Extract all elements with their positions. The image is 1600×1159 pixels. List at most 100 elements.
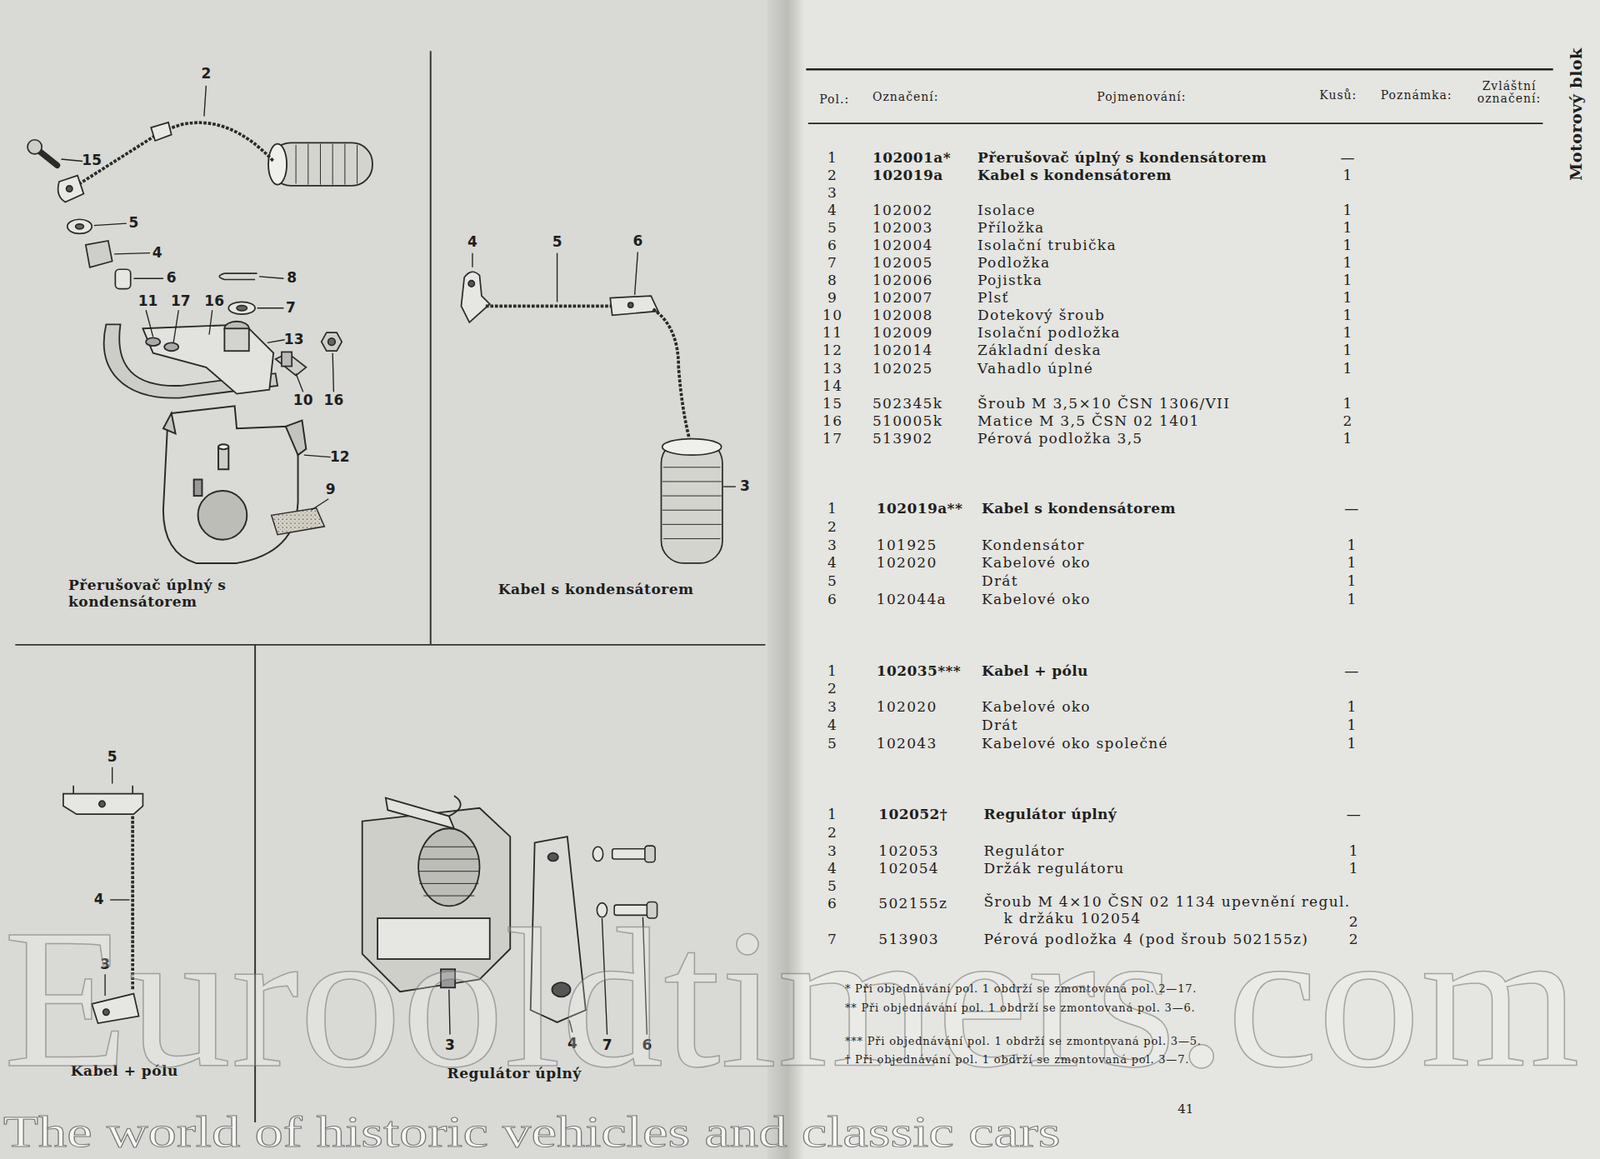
row-number: 15 (822, 395, 843, 413)
row-number: 5 (827, 573, 838, 590)
cable-assembly (485, 305, 613, 309)
part-code: 101925 (876, 537, 938, 555)
part-name: Šroub M 4×10 ČSN 02 1134 upevnění regul.… (983, 894, 1355, 927)
leader-line (111, 767, 113, 785)
leader-line (295, 373, 304, 392)
callout-number: 6 (166, 270, 177, 288)
callout-number: 2 (200, 66, 211, 84)
leader-line (310, 499, 329, 510)
screw-part (592, 846, 603, 861)
row-number: 16 (822, 413, 843, 430)
footnote: *** Při objednávání pol. 1 obdrží se zmo… (845, 1035, 1202, 1049)
row-number: 6 (827, 591, 838, 609)
small-parts (328, 338, 336, 346)
row-number: 8 (827, 272, 838, 290)
part-name: Šroub M 3,5×10 ČSN 1306/VII (977, 395, 1230, 413)
small-parts (85, 240, 113, 268)
row-number: 10 (822, 308, 843, 325)
part-name: Držák regulátoru (983, 860, 1125, 878)
leader-line (173, 310, 179, 343)
row-number: 12 (822, 343, 843, 360)
row-number: 4 (827, 202, 838, 220)
quantity: 1 (1346, 591, 1357, 609)
base-plate (218, 446, 229, 470)
cable-assembly (662, 510, 722, 511)
cable-wire (163, 122, 274, 161)
part-code: 102006 (872, 272, 934, 290)
part-name: Kabel s kondensátorem (977, 167, 1172, 185)
part-name: Kabel s kondensátorem (981, 500, 1176, 518)
cable-assembly (662, 467, 722, 540)
part-name: Drát (981, 573, 1019, 590)
callout-number: 4 (467, 235, 478, 252)
lever-part (104, 321, 278, 399)
part-name: Kabelové oko společné (981, 735, 1169, 753)
cable-assembly (663, 538, 721, 540)
row-number: 4 (827, 555, 838, 573)
lever-part (104, 324, 278, 398)
regulator-part (418, 846, 480, 896)
condenser-part (307, 144, 309, 185)
part-code: 513903 (878, 931, 940, 949)
regulator-part (419, 859, 479, 860)
small-parts (67, 219, 92, 234)
callout-number: 5 (128, 215, 139, 232)
lever-part (142, 324, 274, 394)
part-code: 502345k (872, 395, 943, 413)
condenser-part (268, 144, 287, 185)
part-code: 102004 (872, 237, 934, 255)
small-parts (236, 305, 247, 311)
callout-number: 4 (152, 245, 163, 262)
part-code: 102044a (876, 591, 947, 609)
column-header: Pol.: (819, 92, 850, 106)
leader-line (257, 307, 285, 309)
row-number: 5 (827, 878, 838, 895)
part-name: Drát (981, 717, 1019, 735)
quantity: 1 (1342, 308, 1353, 325)
row-number: 6 (827, 895, 838, 913)
quantity: 1 (1346, 555, 1357, 573)
row-number: 6 (827, 237, 838, 255)
condenser-part (344, 144, 345, 185)
leader-line (133, 278, 164, 280)
row-number: 9 (827, 290, 838, 308)
table-rule (808, 122, 1544, 125)
regulator-part (418, 828, 480, 906)
part-code: 102007 (872, 290, 934, 308)
leader-line (635, 251, 639, 295)
part-name: Příložka (977, 220, 1045, 237)
leader-line (267, 340, 285, 344)
quantity: 1 (1346, 573, 1357, 590)
cable-assembly (662, 439, 722, 456)
base-plate (163, 405, 299, 564)
row-number: 1 (827, 150, 838, 167)
part-name: Základní deska (977, 343, 1102, 360)
part-code: 102043 (876, 735, 938, 753)
callout-number: 13 (284, 331, 305, 349)
cable-assembly (460, 271, 490, 323)
row-number: 7 (827, 931, 838, 949)
cable-assembly (99, 800, 105, 807)
small-parts (115, 269, 130, 289)
part-code: 513902 (872, 430, 934, 448)
quantity: 1 (1349, 844, 1360, 861)
part-code: 102020 (876, 699, 938, 716)
quantity: 1 (1346, 717, 1357, 735)
column-header: Poznámka: (1380, 88, 1453, 102)
row-number: 2 (827, 167, 838, 185)
callout-number: 3 (740, 478, 750, 495)
callout-number: 5 (107, 749, 118, 766)
screw-part (612, 849, 648, 860)
footnote: † Při objednávání pol. 1 obdrží se zmont… (845, 1054, 1190, 1067)
leader-line (145, 310, 154, 337)
callout-number: 7 (285, 300, 296, 317)
callout-number: 8 (286, 270, 297, 288)
quantity: 1 (1342, 343, 1353, 360)
part-name: Kabelové oko (981, 591, 1091, 609)
base-plate (285, 420, 306, 455)
quantity: 1 (1342, 325, 1353, 343)
small-parts (228, 301, 255, 315)
leader-line (723, 485, 736, 487)
screw-part (645, 845, 655, 863)
table-rule (805, 68, 1553, 71)
